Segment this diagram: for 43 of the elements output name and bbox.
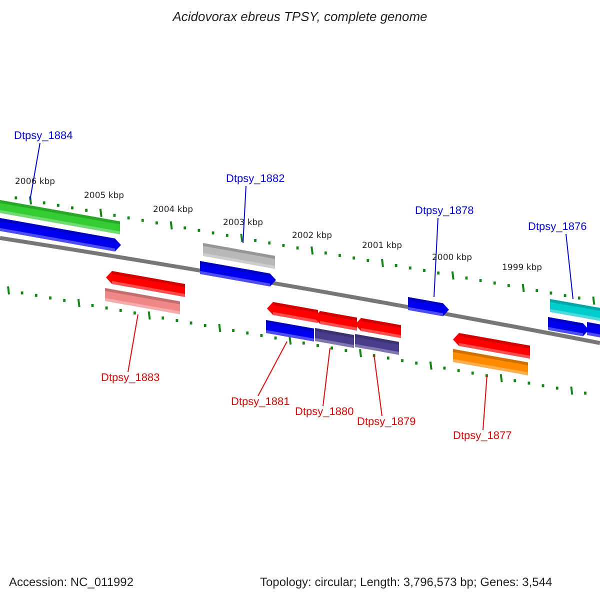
gene-bar	[355, 334, 399, 355]
leader-line	[242, 186, 246, 244]
scale-label: 2002 kbp	[292, 231, 332, 241]
gene-bar	[315, 328, 354, 348]
gene-bar	[587, 322, 600, 338]
scale-label: 2005 kbp	[84, 191, 124, 201]
gene-label: Dtpsy_1881	[231, 396, 290, 409]
leader-line	[374, 354, 382, 416]
gene-feature	[453, 333, 530, 359]
leader-line	[434, 218, 438, 298]
footer-text: Accession: NC_011992	[9, 575, 134, 589]
leader-line	[322, 347, 330, 406]
gene-label: Dtpsy_1878	[415, 205, 474, 218]
gene-label: Dtpsy_1884	[14, 130, 73, 143]
leader-line	[258, 341, 288, 396]
title: Acidovorax ebreus TPSY, complete genome	[171, 9, 428, 24]
gene-bar	[105, 288, 180, 314]
gene-label: Dtpsy_1882	[226, 173, 285, 186]
gene-feature	[106, 271, 185, 297]
leader-line	[482, 374, 488, 430]
gene-label: Dtpsy_1883	[101, 372, 160, 385]
gene-bar	[203, 243, 275, 269]
gene-feature	[408, 297, 449, 316]
gene-feature	[0, 218, 121, 252]
leader-line	[566, 234, 574, 300]
gene-bar	[453, 349, 528, 376]
scale-label: 2004 kbp	[153, 205, 194, 215]
gene-label: Dtpsy_1880	[295, 406, 354, 419]
gene-bar	[266, 320, 314, 342]
gene-feature	[200, 261, 276, 286]
gene-label: Dtpsy_1879	[357, 416, 416, 429]
gene-bar	[550, 299, 600, 321]
leader-line	[30, 142, 40, 200]
scale-label: 2001 kbp	[362, 241, 402, 251]
leader-line	[128, 314, 138, 372]
footer-text: Topology: circular; Length: 3,796,573 bp; Genes: 3,544	[260, 575, 552, 589]
gene-feature	[267, 302, 318, 323]
gene-label: Dtpsy_1877	[453, 430, 512, 443]
gene-label: Dtpsy_1876	[528, 221, 587, 234]
gene-feature	[314, 311, 357, 331]
gene-feature	[355, 318, 401, 338]
scale-label: 1999 kbp	[502, 263, 542, 273]
gene-bar	[0, 200, 120, 234]
